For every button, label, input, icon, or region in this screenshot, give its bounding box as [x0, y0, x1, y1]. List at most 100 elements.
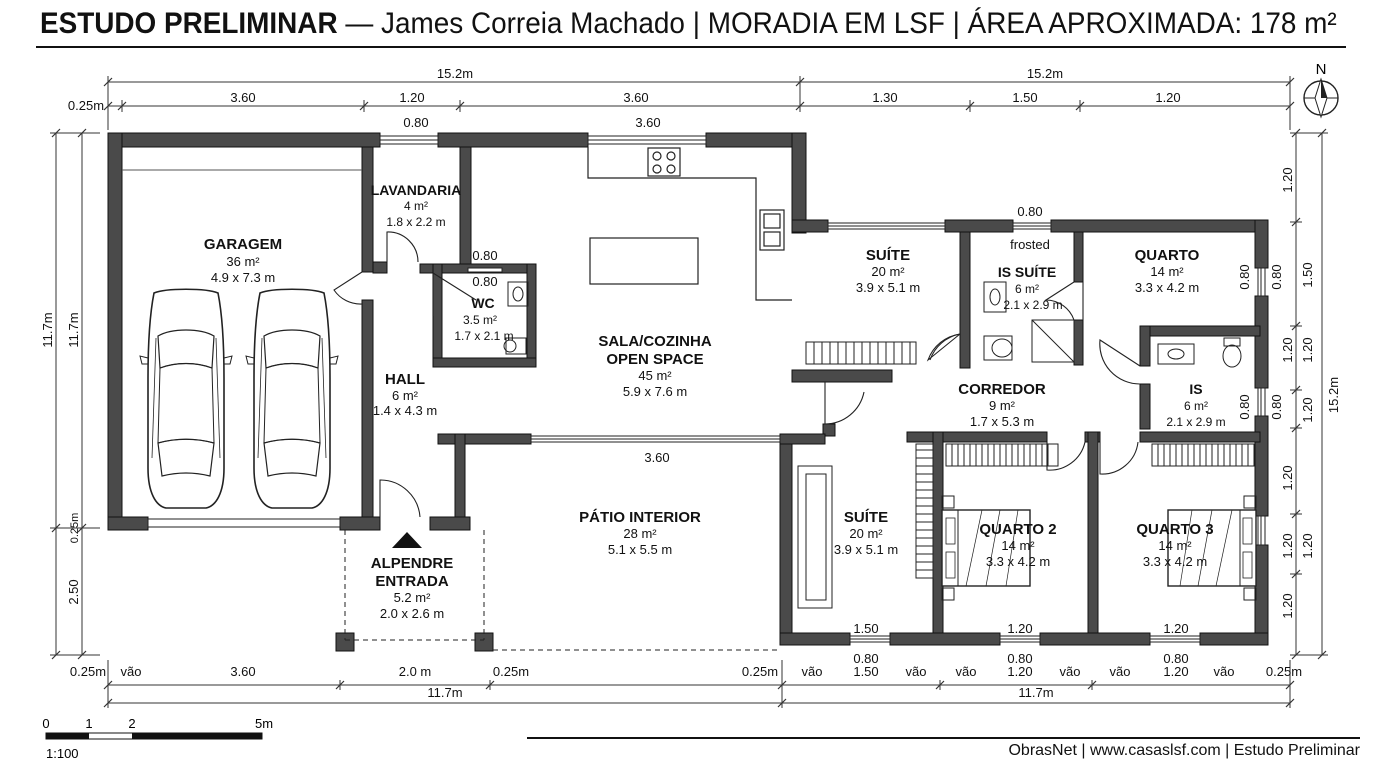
dim-in-120a: 1.20: [1007, 621, 1032, 636]
quarto3-area: 14 m²: [1158, 538, 1192, 553]
title-rest: — James Correia Machado | MORADIA EM LSF…: [337, 7, 1337, 40]
wc-dims: 1.7 x 2.1 m: [454, 329, 513, 343]
alpendre-name: ALPENDRE: [371, 555, 454, 572]
dim-win-patio: 3.60: [644, 450, 669, 465]
is-name: IS: [1189, 381, 1202, 397]
dim-bot-vao2: vão: [802, 664, 823, 679]
dim-bot-120b: 1.20: [1163, 664, 1188, 679]
walls: [107, 132, 1269, 652]
dim-bot-vao6: vão: [1110, 664, 1131, 679]
hall-area: 6 m²: [392, 388, 419, 403]
sala-area: 45 m²: [638, 368, 672, 383]
quarto2-dims: 3.3 x 4.2 m: [986, 554, 1050, 569]
dim-bot-vao7: vão: [1214, 664, 1235, 679]
dim-left-117b: 11.7m: [66, 312, 81, 347]
dim-top-025: 0.25m: [68, 98, 104, 113]
north-arrow: N: [1303, 61, 1339, 119]
corredor-dims: 1.7 x 5.3 m: [970, 414, 1034, 429]
dim-in-120b: 1.20: [1163, 621, 1188, 636]
patio-dims: 5.1 x 5.5 m: [608, 542, 672, 557]
dim-bot-117a: 11.7m: [427, 685, 462, 700]
dimension-lines: [50, 76, 1328, 708]
quarto3-dims: 3.3 x 4.2 m: [1143, 554, 1207, 569]
quarto-area: 14 m²: [1150, 264, 1184, 279]
patio-area: 28 m²: [623, 526, 657, 541]
dim-bot-080c: 0.80: [1163, 651, 1188, 666]
car-left: [139, 288, 233, 509]
dim-in-150: 1.50: [853, 621, 878, 636]
patio-name: PÁTIO INTERIOR: [579, 509, 701, 526]
dim-left-117a: 11.7m: [40, 312, 55, 347]
wardrobes: [797, 341, 1255, 609]
dim-right-120e: 1.20: [1280, 465, 1295, 490]
dim-bot-025a: 0.25m: [70, 664, 106, 679]
dim-bot-vao4: vão: [956, 664, 977, 679]
car-right: [245, 288, 339, 509]
sala-name2: OPEN SPACE: [606, 351, 703, 368]
title-rule: [36, 46, 1346, 48]
dim-win-quarto-r: 0.80: [1237, 264, 1252, 289]
alpendre-outline: [344, 530, 780, 651]
dim-bot-vao1: vão: [121, 664, 142, 679]
dim-top-360a: 3.60: [230, 90, 255, 105]
dim-win-lav: 0.80: [403, 115, 428, 130]
quarto2-area: 14 m²: [1001, 538, 1035, 553]
dim-bot-117b: 11.7m: [1018, 685, 1053, 700]
page-title: ESTUDO PRELIMINAR — James Correia Machad…: [40, 4, 1337, 44]
dim-win-sala: 3.60: [635, 115, 660, 130]
quarto3-name: QUARTO 3: [1136, 521, 1213, 538]
sala-name: SALA/COZINHA: [598, 333, 711, 350]
lavandaria-area: 4 m²: [404, 199, 428, 213]
dim-top-120b: 1.20: [1155, 90, 1180, 105]
suite2-dims: 3.9 x 5.1 m: [834, 542, 898, 557]
title-bold: ESTUDO PRELIMINAR: [40, 7, 338, 40]
corredor-area: 9 m²: [989, 398, 1016, 413]
alpendre-area: 5.2 m²: [394, 590, 432, 605]
dim-bot-080a: 0.80: [853, 651, 878, 666]
dim-win-is-r2: 0.80: [1269, 394, 1284, 419]
bathroom-fixtures: [983, 281, 1242, 368]
kitchen: [587, 147, 792, 301]
lavandaria-name: LAVANDARIA: [371, 182, 461, 198]
is-dims: 2.1 x 2.9 m: [1166, 415, 1225, 429]
doors: [333, 231, 1141, 518]
dim-bot-150: 1.50: [853, 664, 878, 679]
dim-left-250: 2.50: [66, 579, 81, 604]
dim-bot-120a: 1.20: [1007, 664, 1032, 679]
dim-right-120g: 1.20: [1280, 533, 1295, 558]
dim-bot-360: 3.60: [230, 664, 255, 679]
dim-win-quarto-r2: 0.80: [1269, 264, 1284, 289]
issuite-dims: 2.1 x 2.9 m: [1003, 298, 1062, 312]
dim-right-120h: 1.20: [1280, 593, 1295, 618]
dim-bot-20: 2.0 m: [399, 664, 432, 679]
hall-name: HALL: [385, 371, 425, 388]
dim-win-wc: 0.80: [472, 248, 497, 263]
suite2-area: 20 m²: [849, 526, 883, 541]
dim-bot-080b: 0.80: [1007, 651, 1032, 666]
footer-credit: ObrasNet | www.casaslsf.com | Estudo Pre…: [1008, 742, 1360, 759]
scale-tick-1: 1: [85, 716, 92, 731]
issuite-name: IS SUÍTE: [998, 264, 1056, 280]
suite1-dims: 3.9 x 5.1 m: [856, 280, 920, 295]
quarto-dims: 3.3 x 4.2 m: [1135, 280, 1199, 295]
dim-right-150: 1.50: [1300, 262, 1315, 287]
dim-left-025: 0.25m: [69, 513, 81, 544]
wc-area: 3.5 m²: [463, 313, 497, 327]
corredor-name: CORREDOR: [958, 381, 1046, 398]
lavandaria-dims: 1.8 x 2.2 m: [386, 215, 445, 229]
dim-right-152: 15.2m: [1326, 377, 1341, 413]
suite1-name: SUÍTE: [866, 247, 910, 264]
scale-tick-5: 5m: [255, 716, 273, 731]
alpendre-dims: 2.0 x 2.6 m: [380, 606, 444, 621]
dim-top-360b: 3.60: [623, 90, 648, 105]
dim-win-wc2: 0.80: [472, 274, 497, 289]
dim-right-120c: 1.20: [1300, 337, 1315, 362]
dim-bot-vao5: vão: [1060, 664, 1081, 679]
quarto2-name: QUARTO 2: [979, 521, 1056, 538]
dim-right-120b: 1.20: [1280, 337, 1295, 362]
suite2-name: SUÍTE: [844, 509, 888, 526]
sala-dims: 5.9 x 7.6 m: [623, 384, 687, 399]
dim-bot-025d: 0.25m: [1266, 664, 1302, 679]
dim-right-120d: 1.20: [1300, 397, 1315, 422]
